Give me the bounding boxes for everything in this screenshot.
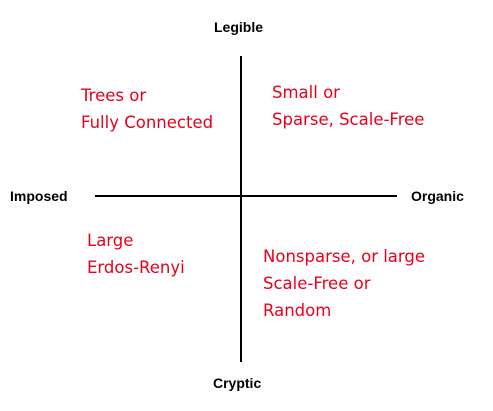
quadrant-text-line: Random xyxy=(263,301,332,320)
quadrant-text-line: Nonsparse, or large xyxy=(263,247,426,266)
quadrant-text-line: Erdos-Renyi xyxy=(87,258,185,277)
quadrant-text-line: Fully Connected xyxy=(81,113,214,132)
axis-label-right: Organic xyxy=(411,188,464,204)
quadrant-text-line: Scale-Free or xyxy=(263,274,371,293)
quadrant-text-line: Large xyxy=(87,231,134,250)
quadrant-top-left: Trees or Fully Connected xyxy=(81,82,213,136)
quadrant-bottom-left: Large Erdos-Renyi xyxy=(87,227,185,281)
axis-label-bottom: Cryptic xyxy=(213,375,262,391)
axis-label-left: Imposed xyxy=(10,188,68,204)
quadrant-text-line: Small or xyxy=(272,83,340,102)
quadrant-bottom-right: Nonsparse, or large Scale-Free or Random xyxy=(263,243,425,324)
axis-label-top: Legible xyxy=(214,19,264,35)
quadrant-text-line: Sparse, Scale-Free xyxy=(272,110,425,129)
quadrant-top-right: Small or Sparse, Scale-Free xyxy=(272,79,424,133)
quadrant-text-line: Trees or xyxy=(81,86,147,105)
